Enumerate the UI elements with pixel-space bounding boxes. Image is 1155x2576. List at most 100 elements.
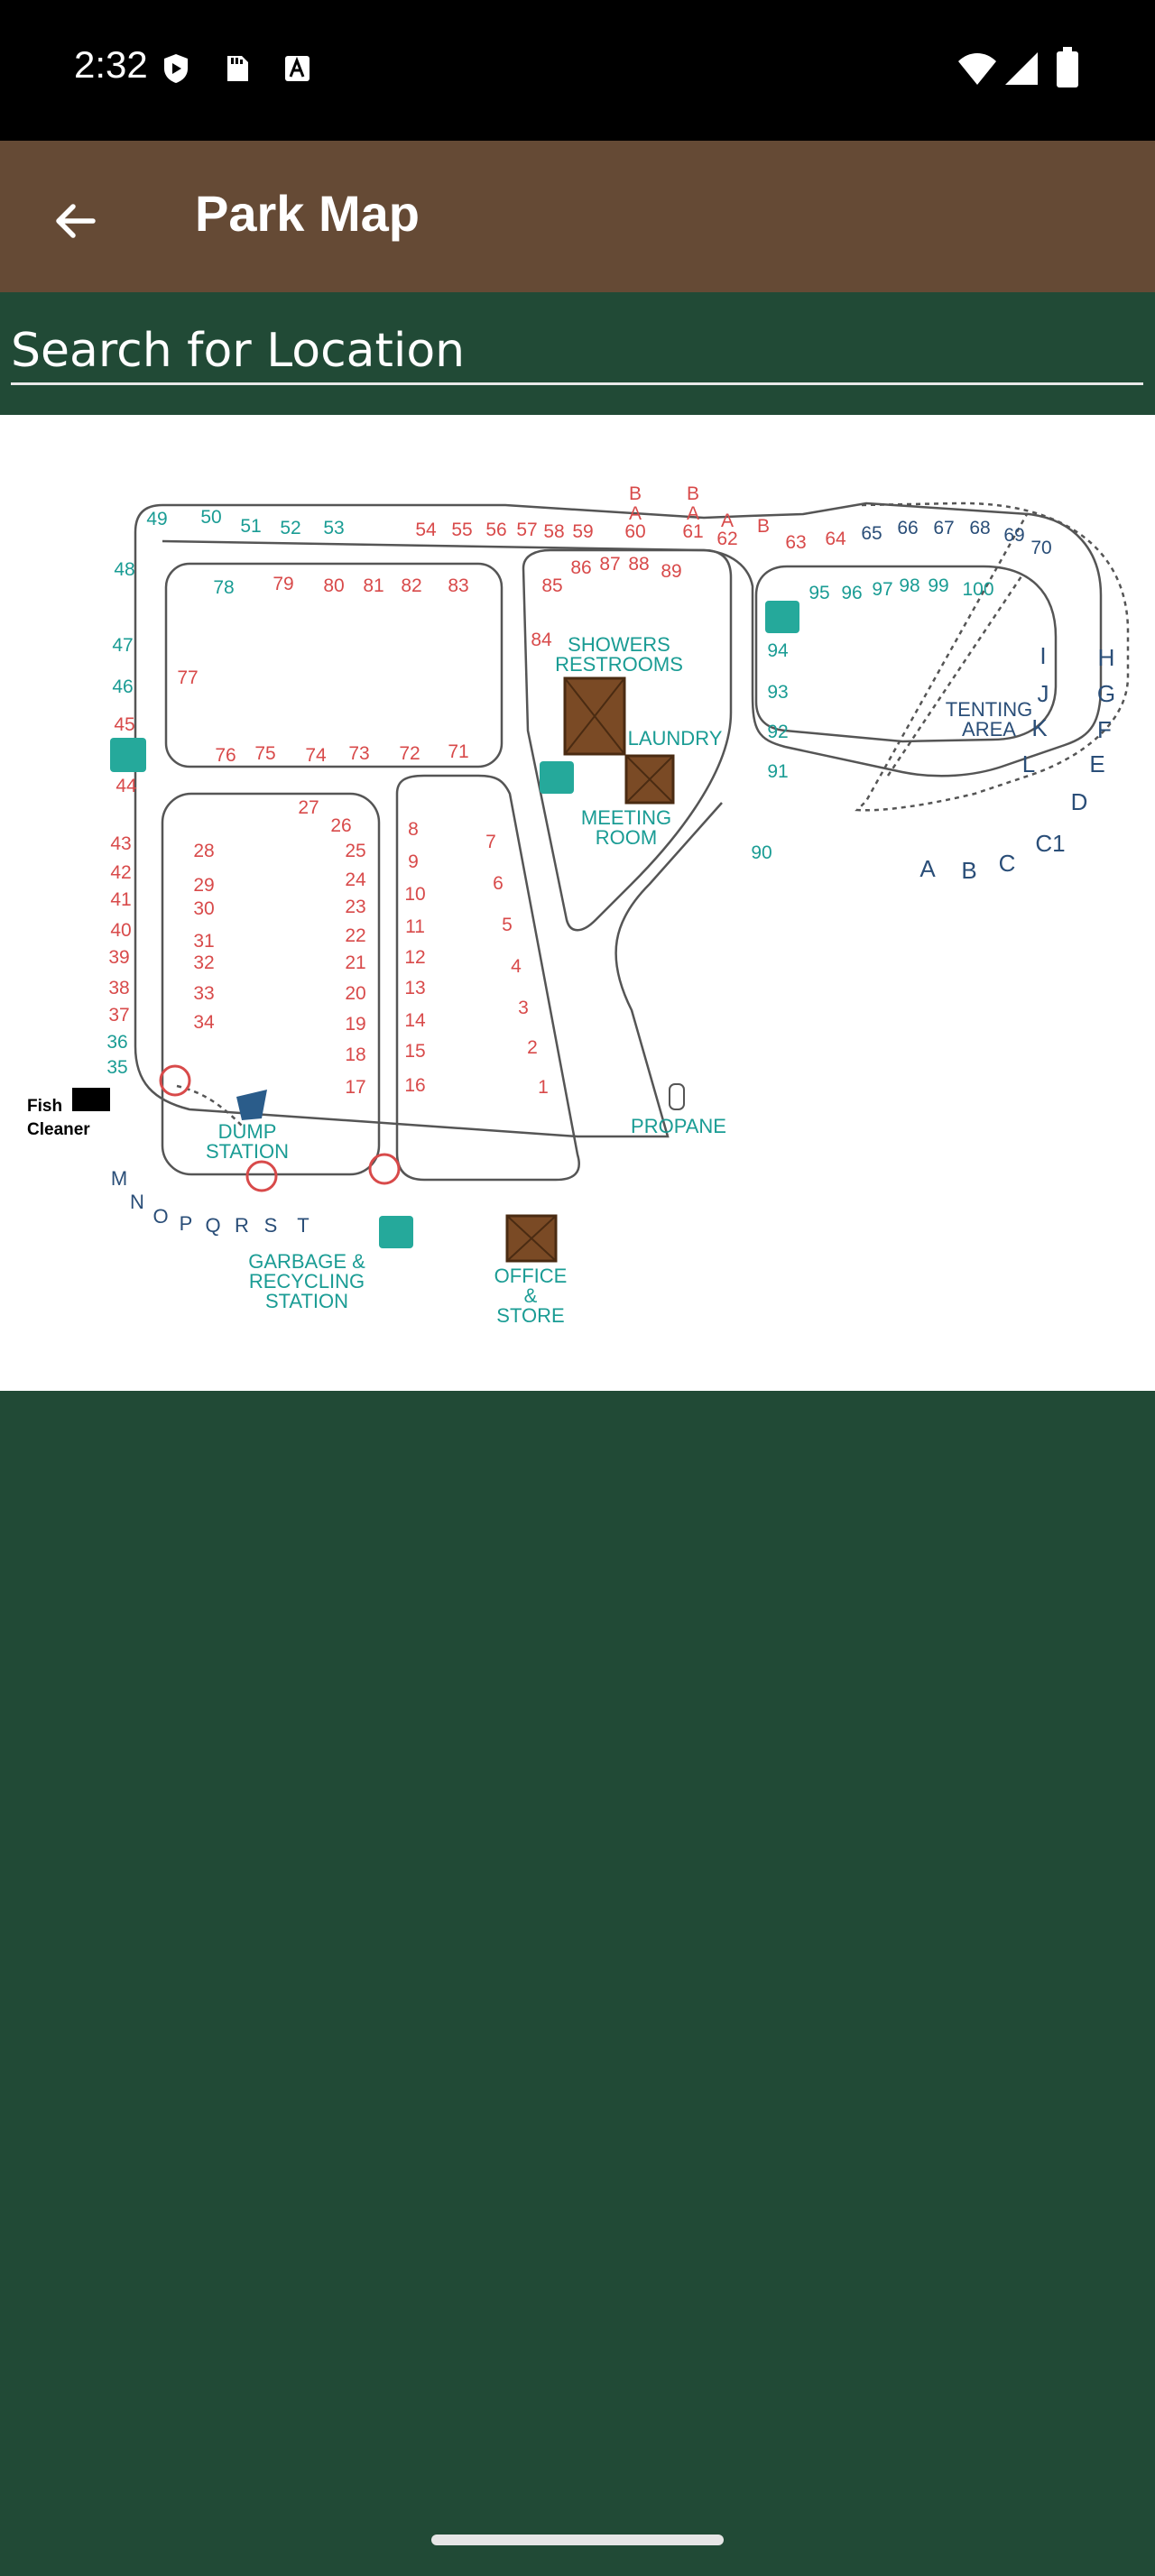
propane-icon <box>669 1083 685 1110</box>
cleaner-label: Cleaner <box>27 1120 90 1139</box>
site-label: 78 <box>213 577 234 598</box>
site-label: L <box>1022 750 1035 777</box>
site-label: 38 <box>108 978 129 998</box>
wifi-icon <box>958 53 996 85</box>
site-label: 82 <box>401 575 421 596</box>
site-label: 75 <box>254 743 275 764</box>
store-label: STORE <box>496 1304 564 1327</box>
search-input[interactable] <box>11 319 1143 385</box>
site-label: 90 <box>751 842 772 863</box>
site-label: 16 <box>404 1075 425 1096</box>
site-label: Q <box>205 1214 220 1237</box>
site-label: P <box>180 1212 193 1235</box>
site-label: 54 <box>415 520 437 540</box>
site-label: 4 <box>511 956 522 977</box>
site-label: 39 <box>108 947 129 968</box>
battery-icon <box>1057 47 1078 87</box>
site-label: 79 <box>273 574 293 594</box>
site-label: 17 <box>345 1077 365 1098</box>
site-label: 6 <box>493 873 504 894</box>
site-label: 84 <box>531 630 552 650</box>
site-label: 69 <box>1003 525 1024 546</box>
site-label: 63 <box>785 532 806 553</box>
site-label: 8 <box>408 819 419 840</box>
site-label: 11 <box>405 916 425 937</box>
dump-label: DUMP <box>218 1120 277 1143</box>
site-label: 24 <box>345 869 366 890</box>
site-label: 45 <box>114 714 134 735</box>
site-label: 48 <box>114 559 134 580</box>
site-label: A <box>687 503 699 524</box>
site-label: B <box>629 483 642 504</box>
site-label: 50 <box>200 507 221 528</box>
trash-icon <box>379 1216 413 1248</box>
site-label: 81 <box>363 575 383 596</box>
tenting-label: TENTING <box>946 698 1033 721</box>
site-label: 28 <box>193 841 214 861</box>
site-label: A <box>629 503 642 524</box>
font-icon <box>285 56 310 81</box>
showers-building-icon <box>563 676 626 756</box>
arrow-back-icon <box>56 204 96 238</box>
site-label: 5 <box>502 915 513 935</box>
site-label: 23 <box>345 897 365 917</box>
site-label: 26 <box>330 815 351 836</box>
no-bike-icon <box>245 1160 278 1192</box>
site-label: 83 <box>448 575 468 596</box>
site-label: 100 <box>962 579 993 600</box>
site-label: 60 <box>624 521 645 542</box>
site-label: 30 <box>193 898 214 919</box>
site-label: I <box>1040 642 1046 669</box>
site-label: 88 <box>628 554 649 575</box>
site-label: M <box>111 1167 127 1190</box>
site-label: A <box>721 511 734 531</box>
site-label: 57 <box>516 520 537 540</box>
laundry-label: LAUNDRY <box>628 727 723 750</box>
site-label: 71 <box>448 741 468 762</box>
site-label: 52 <box>280 518 300 538</box>
site-label: 3 <box>518 998 529 1018</box>
site-label: 77 <box>177 667 198 688</box>
status-bar: 2:32 <box>0 0 1155 141</box>
park-map[interactable]: SHOWERS RESTROOMS LAUNDRY MEETING ROOM D… <box>0 415 1155 1391</box>
site-label: 95 <box>808 583 829 603</box>
back-button[interactable] <box>34 180 116 262</box>
status-time: 2:32 <box>74 43 148 86</box>
gesture-nav-handle[interactable] <box>431 2535 724 2545</box>
site-label: 29 <box>193 875 214 896</box>
meeting-room-building-icon <box>624 754 675 805</box>
site-label: 40 <box>110 920 131 941</box>
site-label: 91 <box>767 761 788 782</box>
shield-icon <box>164 54 188 83</box>
site-label: 94 <box>767 640 789 661</box>
site-label: D <box>1071 788 1088 815</box>
site-label: 96 <box>841 583 862 603</box>
site-label: 49 <box>146 509 167 529</box>
propane-label: PROPANE <box>631 1115 726 1137</box>
site-label: 31 <box>193 931 214 952</box>
site-label: 87 <box>599 554 620 575</box>
site-label: 68 <box>969 518 990 538</box>
site-label: 2 <box>527 1037 538 1058</box>
meeting-label: MEETING <box>581 806 671 829</box>
search-bar <box>0 292 1155 415</box>
site-label: B <box>687 483 699 504</box>
office-store-building-icon <box>505 1214 558 1263</box>
garbage-station-label: STATION <box>265 1290 348 1312</box>
site-label: 73 <box>348 743 369 764</box>
site-label: 32 <box>193 952 214 973</box>
site-label: C1 <box>1035 830 1065 857</box>
restrooms-label: RESTROOMS <box>555 653 683 676</box>
site-label: A <box>919 855 936 882</box>
no-bike-icon <box>159 1064 191 1097</box>
site-label: 66 <box>897 518 918 538</box>
site-label: 62 <box>716 529 737 549</box>
site-label: 12 <box>404 947 425 968</box>
site-label: T <box>297 1214 309 1237</box>
site-label: 43 <box>110 833 131 854</box>
recycling-label: RECYCLING <box>249 1270 365 1293</box>
site-label: S <box>264 1214 278 1237</box>
site-label: 86 <box>570 557 591 578</box>
site-label: 27 <box>298 797 319 818</box>
site-label: O <box>152 1205 168 1228</box>
